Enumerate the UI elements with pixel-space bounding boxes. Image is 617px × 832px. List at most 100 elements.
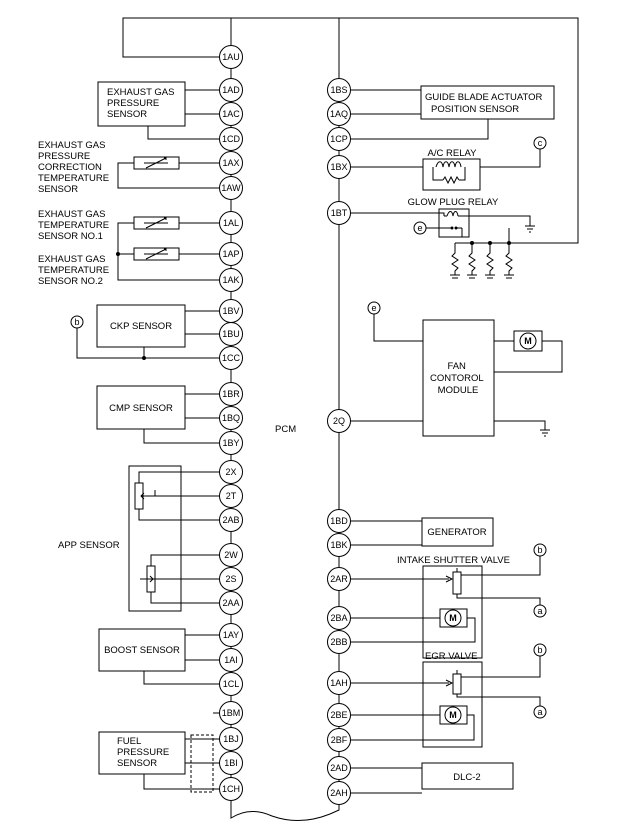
pin-label-1bk: 1BK [330,540,347,550]
pin-label-1au: 1AU [222,52,240,62]
pin-label-1al: 1AL [223,218,239,228]
dlc2-label: DLC-2 [453,772,480,783]
wire-1cd [147,126,219,140]
connector-e-fan [367,301,381,315]
intake-shutter-valve-label: INTAKE SHUTTER VALVE [397,555,510,566]
pin-label-1ac: 1AC [222,109,240,119]
app-sensor-label: APP SENSOR [58,540,120,551]
pin-1bt [327,201,351,225]
pin-1bk [327,533,351,557]
pin-label-1by: 1BY [222,438,239,448]
exhaust-gas-pressure-sensor-box [97,81,186,127]
pin-label-2aa: 2AA [222,598,239,608]
svg-text:a: a [537,707,542,717]
pin-1bi [219,751,243,775]
pin-1ap [219,242,243,266]
pin-label-2w: 2W [224,550,238,560]
svg-text:b: b [537,545,542,555]
isv-motor [444,609,462,627]
cmp-sensor-label: CMP SENSOR [109,403,173,414]
wire-1au-loop [122,17,579,244]
connector-a-isv [533,604,547,618]
pin-label-1bi: 1BI [224,758,238,768]
pin-1bu [219,322,243,346]
ex-temp-no2-label: EXHAUST GAS TEMPERATURE SENSOR NO.2 [38,254,112,287]
connector-c [533,136,547,150]
boost-sensor-label: BOOST SENSOR [104,645,180,656]
pin-label-2t: 2T [226,491,237,501]
pin-label-1ap: 1AP [222,249,239,259]
svg-text:M: M [449,613,457,623]
pin-label-1cc: 1CC [222,353,241,363]
pin-label-2bf: 2BF [331,735,348,745]
pin-1ak [219,268,243,292]
pin-label-2q: 2Q [333,416,345,426]
pin-label-1bu: 1BU [222,329,240,339]
dlc2-box [421,762,514,790]
pin-2ad [327,756,351,780]
pin-2bf [327,728,351,752]
pin-label-1ad: 1AD [222,85,240,95]
wire-1cl [143,671,219,685]
pin-2x [219,460,243,484]
pin-label-2x: 2X [225,467,236,477]
pin-label-1aq: 1AQ [330,109,348,119]
pin-label-1bj: 1BJ [223,734,239,744]
pin-label-1ah: 1AH [330,678,348,688]
generator-label: GENERATOR [427,527,486,538]
svg-text:e: e [417,223,422,233]
svg-text:M: M [449,710,457,720]
ex-corr-temp-label: EXHAUST GAS PRESSURE CORRECTION TEMPERAT… [38,140,112,195]
pin-2ah [327,781,351,805]
egr-motor [444,706,462,724]
ckp-sensor-box [96,304,186,348]
pin-label-1bs: 1BS [330,85,347,95]
pin-1cl [219,672,243,696]
ex-temp-no1-label: EXHAUST GAS TEMPERATURE SENSOR NO.1 [38,209,112,242]
fan-control-module-box [422,319,495,437]
egr-valve-label: EGR VALVE [425,651,477,662]
ckp-sensor-label: CKP SENSOR [110,321,172,332]
fan-motor [519,332,537,350]
pin-1cd [219,127,243,151]
pin-label-1bx: 1BX [330,162,347,172]
svg-text:e: e [371,303,376,313]
wire-1ch [143,774,219,790]
glow-plug-relay-label: GLOW PLUG RELAY [408,197,499,208]
pin-1au [219,45,243,69]
pin-label-1bv: 1BV [222,306,239,316]
wire-2q [351,420,546,430]
pin-label-1aw: 1AW [221,183,241,193]
pin-1br [219,382,243,406]
pin-1bx [327,155,351,179]
pin-1ac [219,102,243,126]
pin-1ch [219,777,243,801]
fuel-pressure-sensor-label: FUEL PRESSURE SENSOR [117,736,172,769]
pin-1aq [327,102,351,126]
pin-label-1bt: 1BT [331,208,348,218]
pin-1cc [219,346,243,370]
svg-text:a: a [537,606,542,616]
pin-1bd [327,509,351,533]
cmp-sensor-box [96,385,186,430]
pin-1ad [219,78,243,102]
left-pin-group: 1AU1AD1AC1CD1AX1AW1AL1AP1AK1BV1BU1CC1BR1… [219,45,243,801]
connector-b-egr [533,643,547,657]
wire-1cp [351,119,489,140]
pin-label-2ar: 2AR [330,574,348,584]
wire-1by [143,429,219,444]
boost-sensor-box [98,628,186,672]
svg-text:M: M [524,336,532,346]
pin-1cp [327,127,351,151]
generator-box [421,517,494,547]
wire-1al-1ap-1ak [117,222,219,281]
pin-label-1bm: 1BM [222,708,241,718]
pin-2s [219,567,243,591]
exhaust-gas-pressure-sensor-label: EXHAUST GAS PRESSURE SENSOR [107,87,177,120]
pin-2ba [327,606,351,630]
pin-label-1cl: 1CL [223,679,240,689]
wire-2ba [351,617,476,643]
pin-label-2ah: 2AH [330,788,348,798]
pin-label-1ax: 1AX [222,158,239,168]
svg-text:c: c [538,138,543,148]
